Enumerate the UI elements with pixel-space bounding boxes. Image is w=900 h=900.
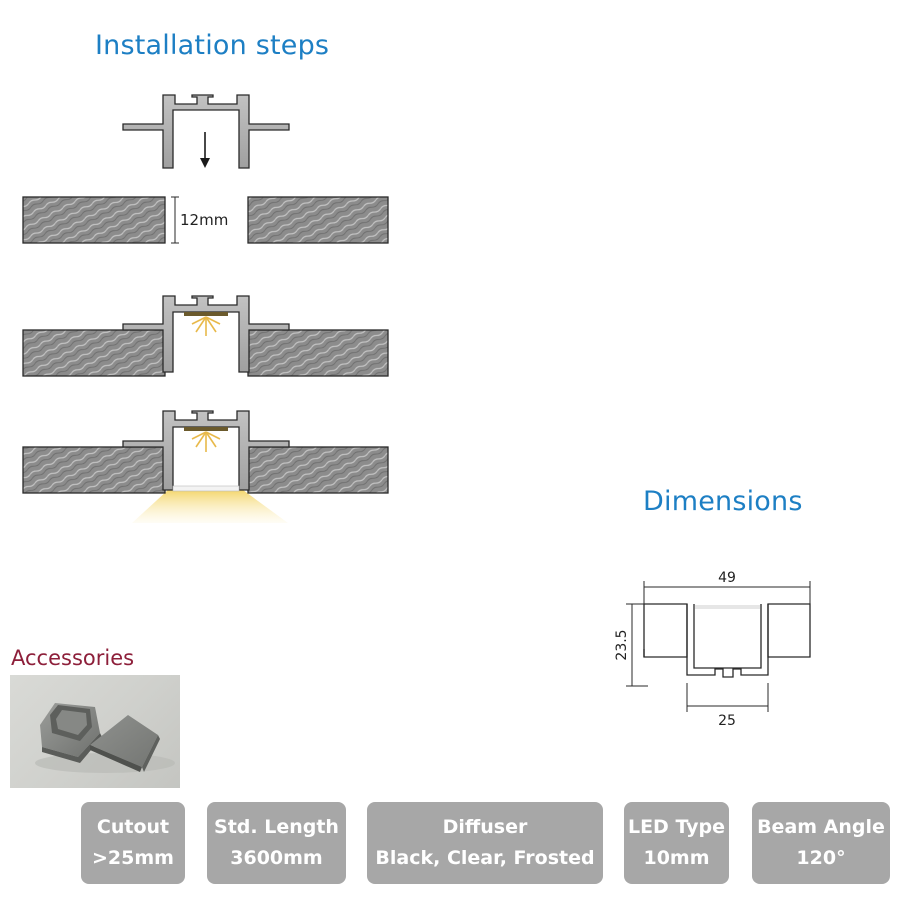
spec-led-type-title: LED Type bbox=[627, 816, 726, 838]
installation-steps-heading: Installation steps bbox=[95, 30, 330, 61]
spec-led-type-value: 10mm bbox=[643, 847, 710, 869]
installation-step-3 bbox=[22, 410, 389, 523]
cutout-thickness-label: 12mm bbox=[180, 211, 228, 229]
spec-std-length-value: 3600mm bbox=[230, 847, 323, 869]
dimension-width-49: 49 bbox=[718, 570, 736, 586]
dimensions-diagram: 49 23.5 25 bbox=[614, 570, 811, 729]
spec-diffuser-title: Diffuser bbox=[442, 816, 528, 838]
spec-cutout-title: Cutout bbox=[96, 816, 170, 838]
spec-std-length-title: Std. Length bbox=[214, 816, 339, 838]
board-step-1 bbox=[22, 196, 389, 244]
spec-beam-angle-value: 120° bbox=[796, 847, 846, 869]
spec-cutout: Cutout >25mm bbox=[81, 802, 185, 884]
spec-diffuser: Diffuser Black, Clear, Frosted bbox=[367, 802, 603, 884]
spec-std-length: Std. Length 3600mm bbox=[207, 802, 346, 884]
spec-cutout-value: >25mm bbox=[92, 847, 174, 869]
dimension-height-23-5: 23.5 bbox=[614, 629, 630, 660]
installation-step-2 bbox=[22, 295, 389, 377]
diffuser-strip bbox=[695, 605, 760, 609]
installation-diagram: 12mm bbox=[22, 94, 389, 523]
dimension-width-25: 25 bbox=[718, 713, 736, 729]
accessories-heading: Accessories bbox=[11, 646, 135, 670]
spec-diffuser-value: Black, Clear, Frosted bbox=[375, 847, 595, 869]
spec-beam-angle-title: Beam Angle bbox=[757, 816, 885, 838]
dimensions-heading: Dimensions bbox=[643, 486, 803, 517]
down-arrow-icon bbox=[200, 132, 210, 168]
profile-cross-section bbox=[643, 603, 811, 678]
profile-step-1 bbox=[122, 94, 290, 169]
end-caps-image bbox=[35, 703, 175, 773]
accessories-photo bbox=[10, 675, 180, 788]
spec-led-type: LED Type 10mm bbox=[624, 802, 729, 884]
spec-beam-angle: Beam Angle 120° bbox=[752, 802, 890, 884]
